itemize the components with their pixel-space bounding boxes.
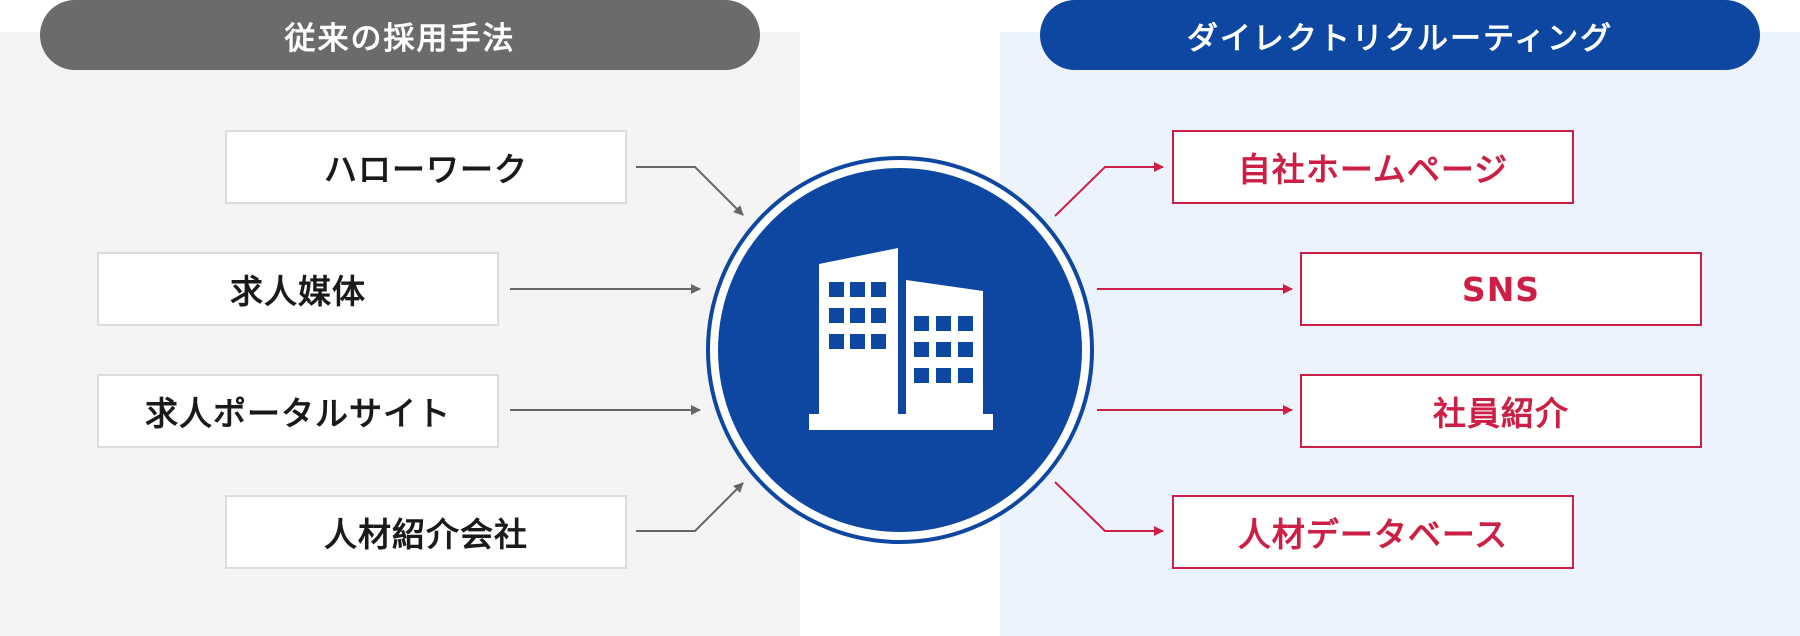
direct-recruiting-header: ダイレクトリクルーティング — [1040, 0, 1760, 70]
channel-company-website: 自社ホームページ — [1172, 130, 1574, 204]
arrow-talent-database — [1054, 481, 1164, 536]
method-hello-work: ハローワーク — [225, 130, 627, 204]
arrow-company-website — [1054, 162, 1164, 217]
building-icon — [809, 248, 993, 430]
channel-sns: SNS — [1300, 252, 1702, 326]
traditional-methods-header: 従来の採用手法 — [40, 0, 760, 70]
channel-talent-database: 人材データベース — [1172, 495, 1574, 569]
method-job-media: 求人媒体 — [97, 252, 499, 326]
channel-employee-referral: 社員紹介 — [1300, 374, 1702, 448]
method-recruitment-agency: 人材紹介会社 — [225, 495, 627, 569]
arrow-recruitment-agency — [636, 482, 744, 532]
arrow-hello-work — [636, 166, 744, 216]
company-hub — [718, 168, 1082, 532]
method-job-portal: 求人ポータルサイト — [97, 374, 499, 448]
